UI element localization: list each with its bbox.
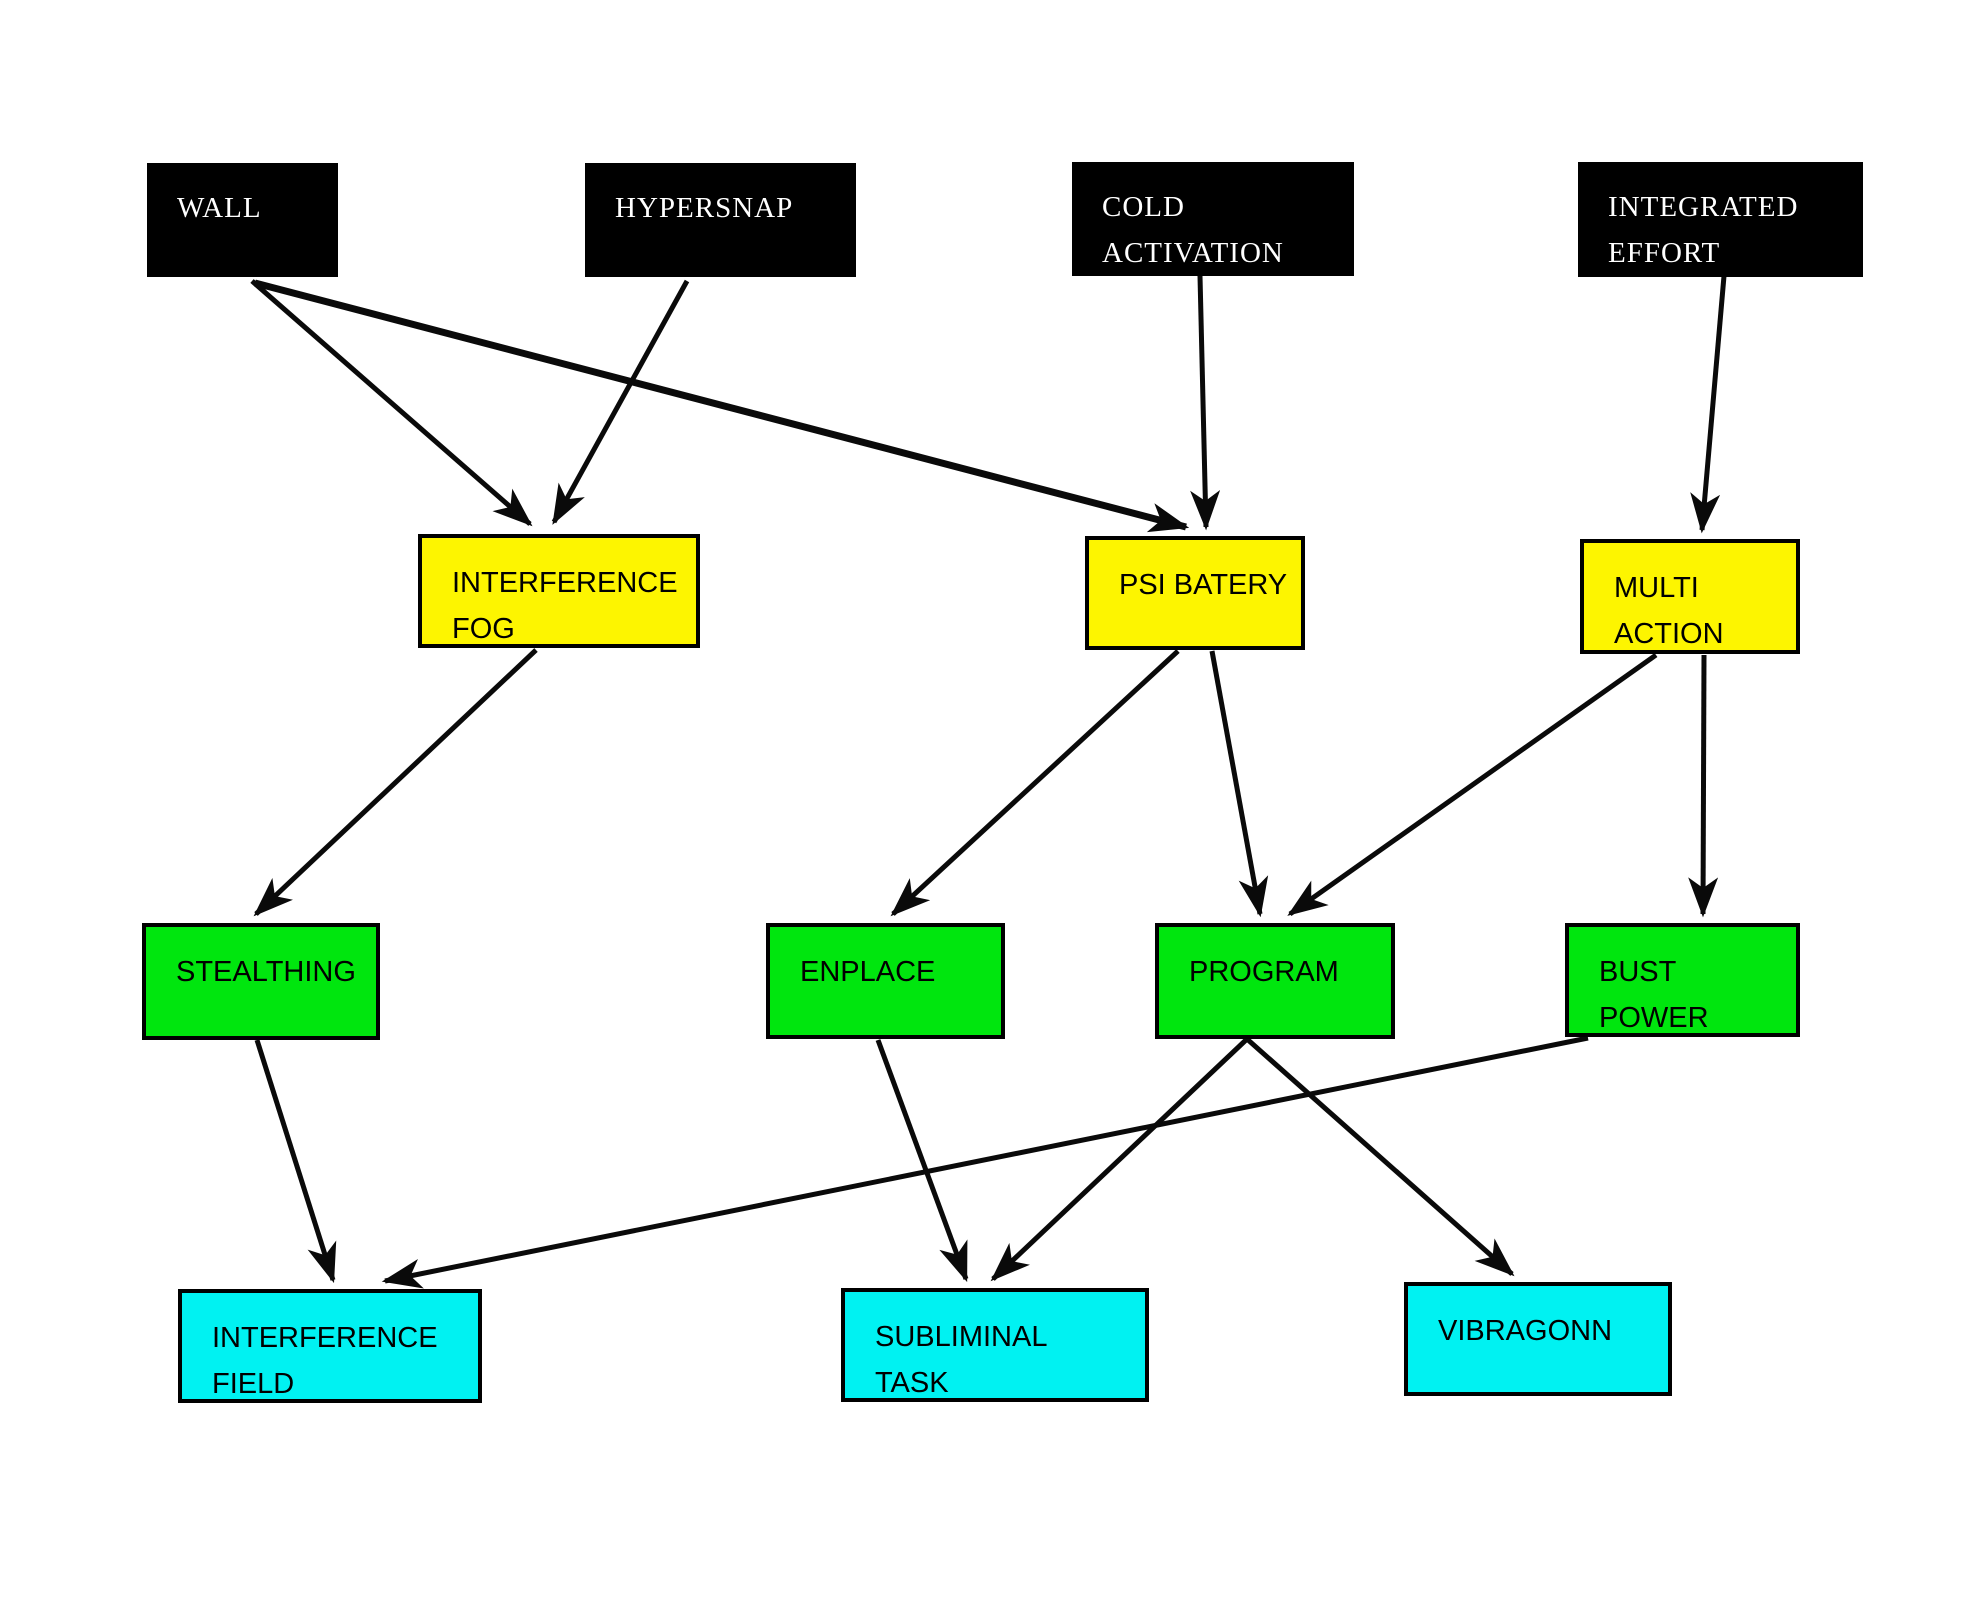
node-stealthing-label: STEALTHING: [176, 956, 356, 988]
edge-cold-activation-to-psi-batery: [1190, 275, 1221, 531]
edge-multi-action-to-bust-power: [1688, 654, 1719, 918]
node-bust-power-label-line2: POWER: [1599, 1002, 1709, 1034]
node-hypersnap: HYPERSNAP: [585, 163, 856, 277]
node-stealthing: STEALTHING: [142, 923, 380, 1040]
node-interference-fog: INTERFERENCE FOG: [418, 534, 700, 648]
node-cold-activation: COLD ACTIVATION: [1072, 162, 1354, 276]
node-subliminal-task: SUBLIMINAL TASK: [841, 1288, 1149, 1402]
edge-program-to-subliminal-task: [990, 1037, 1249, 1282]
edge-bust-power-to-interference-field: [381, 1035, 1589, 1289]
node-hypersnap-label: HYPERSNAP: [615, 192, 794, 224]
node-program: PROGRAM: [1155, 923, 1395, 1039]
node-multi-action-label-line2: ACTION: [1614, 618, 1724, 650]
node-subliminal-task-label-line2: TASK: [875, 1367, 949, 1399]
edge-psi-batery-to-program: [1209, 650, 1269, 918]
edge-wall-to-psi-batery: [254, 279, 1190, 533]
node-interference-field-label-line2: FIELD: [212, 1368, 295, 1400]
edge-stealthing-to-interference-field: [254, 1039, 337, 1284]
node-wall-label: WALL: [177, 192, 262, 224]
node-enplace: ENPLACE: [766, 923, 1005, 1039]
edge-program-to-vibragonn: [1245, 1037, 1515, 1277]
edge-integrated-effort-to-multi-action: [1690, 275, 1727, 534]
edge-multi-action-to-program: [1287, 652, 1658, 917]
node-wall: WALL: [147, 163, 338, 277]
node-cold-activation-label-line1: COLD: [1102, 191, 1185, 223]
node-integrated-effort: INTEGRATED EFFORT: [1578, 162, 1863, 277]
node-interference-fog-label-line2: FOG: [452, 613, 515, 645]
node-subliminal-task-label-line1: SUBLIMINAL: [875, 1321, 1048, 1353]
node-interference-field: INTERFERENCE FIELD: [178, 1289, 482, 1403]
node-cold-activation-label-line2: ACTIVATION: [1102, 237, 1284, 269]
node-multi-action: MULTI ACTION: [1580, 539, 1800, 654]
edge-interference-fog-to-stealthing: [253, 648, 538, 917]
edge-enplace-to-subliminal-task: [875, 1039, 969, 1283]
node-integrated-effort-label-line1: INTEGRATED: [1608, 191, 1799, 223]
edge-wall-to-interference-fog: [250, 279, 533, 527]
node-psi-batery-label: PSI BATERY: [1119, 569, 1288, 601]
node-multi-action-label-line1: MULTI: [1614, 572, 1699, 604]
node-vibragonn: VIBRAGONN: [1404, 1282, 1672, 1396]
node-bust-power-label-line1: BUST: [1599, 956, 1677, 988]
node-psi-batery: PSI BATERY: [1085, 536, 1305, 650]
node-integrated-effort-label-line2: EFFORT: [1608, 237, 1721, 269]
node-vibragonn-label: VIBRAGONN: [1438, 1315, 1613, 1347]
node-interference-fog-label-line1: INTERFERENCE: [452, 567, 678, 599]
edge-psi-batery-to-enplace: [890, 649, 1180, 917]
node-bust-power: BUST POWER: [1565, 923, 1800, 1037]
edge-hypersnap-to-interference-fog: [551, 279, 690, 525]
node-interference-field-label-line1: INTERFERENCE: [212, 1322, 438, 1354]
node-enplace-label: ENPLACE: [800, 956, 936, 988]
node-program-label: PROGRAM: [1189, 956, 1339, 988]
